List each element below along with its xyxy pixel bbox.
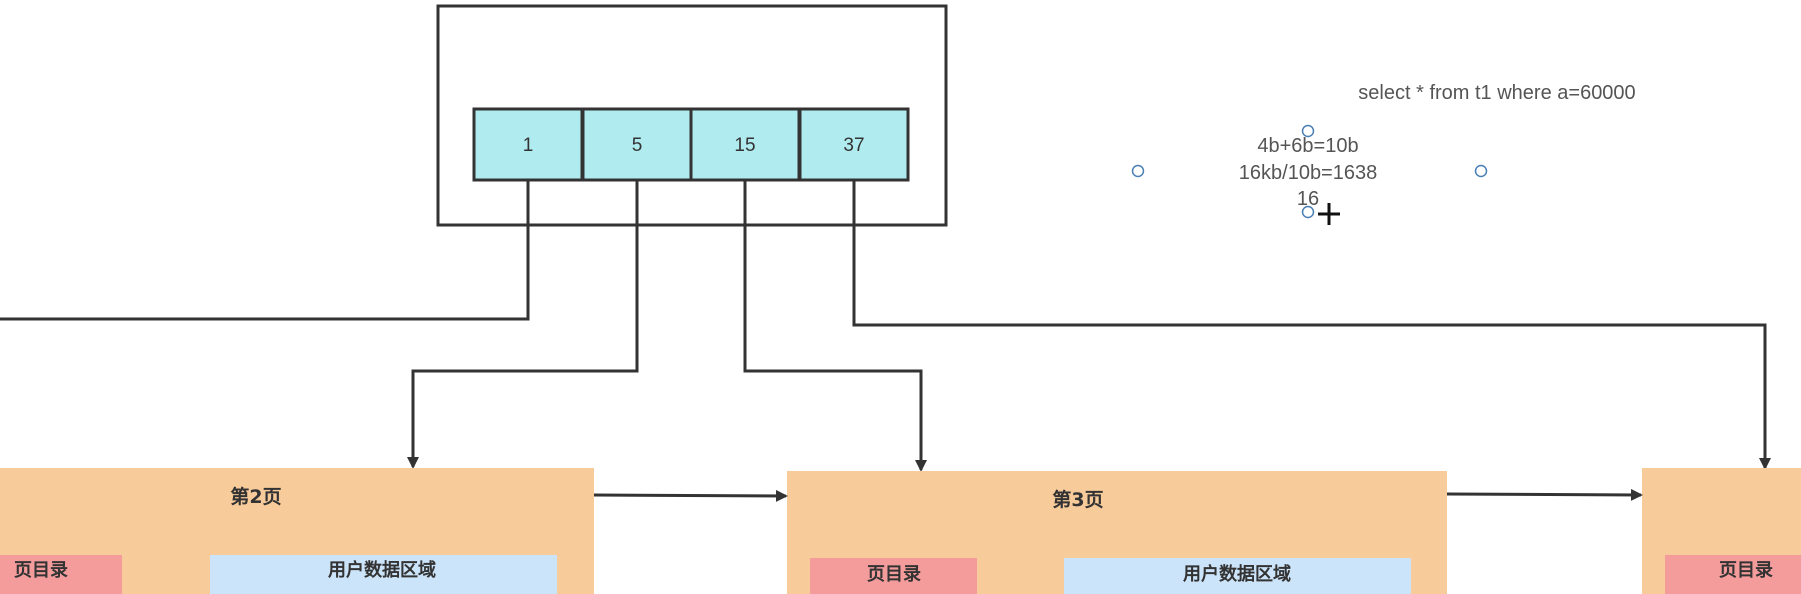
page-3-directory-label: 页目录 bbox=[867, 564, 921, 585]
calc-line-3: 16 bbox=[1297, 188, 1319, 210]
page-3-user-data[interactable] bbox=[1064, 558, 1411, 594]
page-3-directory[interactable] bbox=[810, 558, 977, 594]
page-2-user-data-label: 用户数据区域 bbox=[328, 559, 436, 581]
selection-handle-right[interactable] bbox=[1474, 164, 1488, 178]
page-4-directory-label: 页目录 bbox=[1719, 560, 1773, 581]
calc-line-2: 16kb/10b=1638 bbox=[1239, 162, 1377, 184]
pointer-from-key-37[interactable] bbox=[852, 180, 1771, 470]
selection-handle-bottom[interactable] bbox=[1301, 205, 1315, 219]
pointer-from-key-1[interactable] bbox=[0, 180, 530, 321]
pointer-from-key-15[interactable] bbox=[743, 180, 927, 472]
key-label-15: 15 bbox=[734, 135, 755, 156]
crosshair-cursor-icon bbox=[1318, 203, 1340, 225]
page-2-directory[interactable] bbox=[0, 555, 122, 594]
calc-note[interactable]: 4b+6b=10b 16kb/10b=1638 16 bbox=[1131, 124, 1488, 219]
page-3-title: 第3页 bbox=[1052, 488, 1103, 511]
page-3-to-page-4-arrow[interactable] bbox=[1446, 488, 1643, 501]
page-2-directory-label: 页目录 bbox=[14, 560, 68, 581]
calc-line-1: 4b+6b=10b bbox=[1257, 135, 1358, 157]
key-label-37: 37 bbox=[843, 135, 864, 156]
selection-handle-left[interactable] bbox=[1131, 164, 1145, 178]
page-4-directory[interactable] bbox=[1665, 555, 1801, 594]
page-3: 第3页 页目录 用户数据区域 bbox=[787, 471, 1447, 594]
pointer-from-key-5[interactable] bbox=[407, 180, 639, 469]
key-label-1: 1 bbox=[523, 135, 534, 156]
page-2-to-page-3-arrow[interactable] bbox=[593, 489, 788, 502]
page-2-title: 第2页 bbox=[230, 485, 281, 508]
query-text[interactable]: select * from t1 where a=60000 bbox=[1358, 82, 1635, 104]
page-3-user-data-label: 用户数据区域 bbox=[1183, 563, 1291, 585]
page-2: 第2页 页目录 用户数据区域 bbox=[0, 468, 594, 594]
page-4-partial: 页目录 bbox=[1642, 468, 1801, 594]
root-key-cells: 1 5 15 37 bbox=[472, 107, 910, 182]
selection-handle-top[interactable] bbox=[1301, 124, 1315, 138]
page-2-user-data[interactable] bbox=[210, 555, 557, 594]
key-label-5: 5 bbox=[632, 135, 643, 156]
